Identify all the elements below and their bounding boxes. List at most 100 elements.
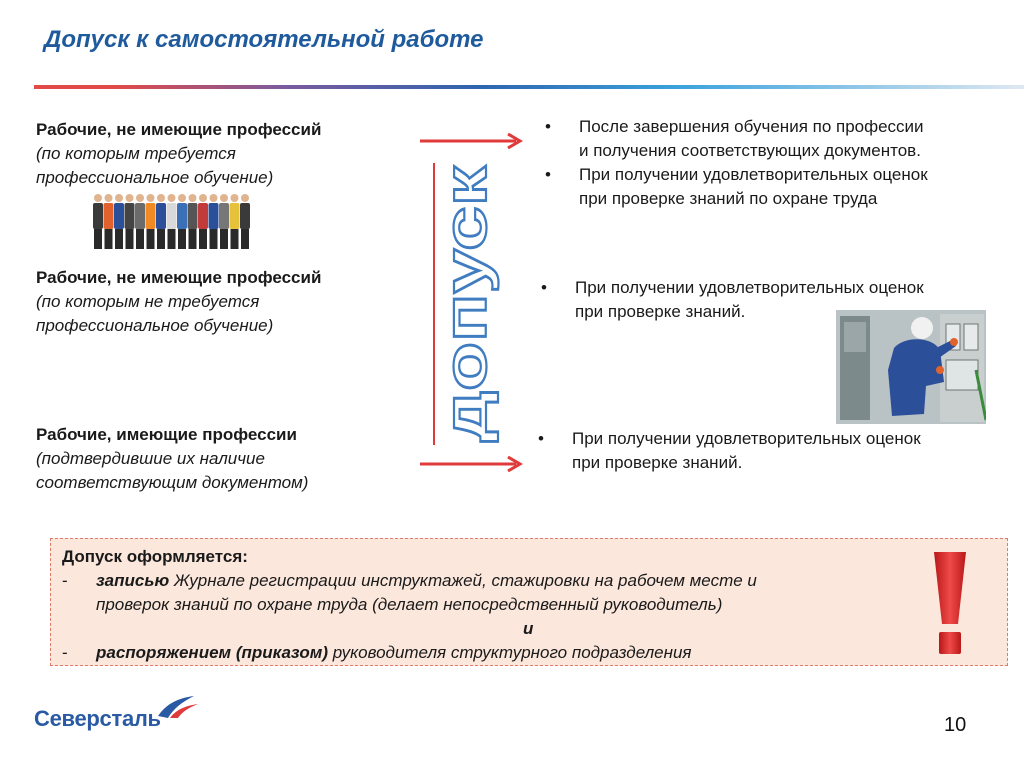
worker-figure-head [241, 194, 249, 202]
list-item-line: при проверке знаний. [575, 302, 746, 321]
category-3-note-line-2: соответствующим документом) [36, 473, 309, 492]
bullet-icon: • [541, 278, 547, 297]
requirements-list-1: • После завершения обучения по профессии… [545, 115, 1015, 211]
title-divider [34, 85, 1024, 89]
worker-figure-body [135, 203, 145, 229]
worker-figure-body [156, 203, 166, 229]
worker-figure-legs [125, 229, 134, 249]
worker-figure-head [125, 194, 134, 202]
worker-figure-body [103, 203, 114, 229]
bullet-icon: • [545, 117, 551, 136]
worker-figure-head [104, 194, 113, 202]
worker-figure-head [220, 194, 228, 202]
worker-figure-legs [146, 229, 155, 249]
page-title: Допуск к самостоятельной работе [44, 26, 484, 53]
worker-figure-body [198, 203, 208, 229]
worker-figure-legs [136, 229, 144, 249]
worker-figure-legs [167, 229, 176, 249]
note-item-2-text: руководителя структурного подразделения [328, 643, 692, 662]
workers-group-photo [90, 188, 260, 252]
note-item-journal: - записью Журнале регистрации инструктаже… [62, 569, 757, 593]
worker-figure-body [114, 203, 124, 229]
list-item-line: при проверке знаний по охране труда [579, 189, 878, 208]
worker-figure-head [157, 194, 165, 202]
note-conjunction: и [523, 619, 534, 638]
worker-figure-legs [104, 229, 113, 249]
page-number: 10 [944, 714, 967, 736]
logo-text: Северсталь [34, 706, 161, 731]
list-item-line: При получении удовлетворительных оценок [572, 429, 921, 448]
category-1-heading: Рабочие, не имеющие профессий [36, 120, 322, 139]
category-2-note-line-1: (по которым не требуется [36, 292, 260, 311]
requirements-list-2: • При получении удовлетворительных оцено… [541, 276, 1011, 324]
requirements-list-3: • При получении удовлетворительных оцено… [538, 427, 1008, 475]
category-1-note-line-2: профессиональное обучение) [36, 168, 274, 187]
worker-figure-legs [199, 229, 207, 249]
worker-figure-head [230, 194, 239, 202]
worker-figure-legs [94, 229, 102, 249]
worker-figure-head [178, 194, 186, 202]
worker-figure-head [146, 194, 155, 202]
worker-figure-legs [209, 229, 218, 249]
list-item-line: При получении удовлетворительных оценок [575, 278, 924, 297]
right-arrow-icon [420, 456, 523, 472]
list-item-line: при проверке знаний. [572, 453, 743, 472]
worker-figure-body [124, 203, 135, 229]
worker-figure-legs [188, 229, 197, 249]
list-item-line: При получении удовлетворительных оценок [579, 165, 928, 184]
access-divider-line [433, 163, 435, 445]
note-item-order: - распоряжением (приказом) руководителя с… [62, 641, 692, 665]
exclamation-icon [934, 552, 966, 654]
category-3-heading: Рабочие, имеющие профессии [36, 425, 297, 444]
worker-category-3: Рабочие, имеющие профессии (подтвердивши… [36, 423, 308, 495]
worker-figure-legs [115, 229, 123, 249]
note-title: Допуск оформляется: [62, 547, 248, 566]
worker-figure-body [208, 203, 219, 229]
worker-figure-head [136, 194, 144, 202]
worker-category-1: Рабочие, не имеющие профессий (по которы… [36, 118, 321, 190]
category-2-heading: Рабочие, не имеющие профессий [36, 268, 322, 287]
worker-figure-legs [220, 229, 228, 249]
worker-figure-body [166, 203, 177, 229]
worker-figure-body [229, 203, 240, 229]
access-vertical-text: допуск [440, 165, 499, 442]
worker-figure-body [177, 203, 187, 229]
list-item-line: и получения соответствующих документов. [579, 141, 921, 160]
list-item: • При получении удовлетворительных оцено… [538, 427, 1008, 475]
bullet-icon: • [545, 165, 551, 184]
worker-figure-head [167, 194, 176, 202]
access-registration-note: Допуск оформляется: - записью Журнале рег… [50, 538, 1008, 666]
worker-figure-legs [230, 229, 239, 249]
category-2-note-line-2: профессиональное обучение) [36, 316, 274, 335]
category-3-note-line-1: (подтвердившие их наличие [36, 449, 265, 468]
list-item: • При получении удовлетворительных оцено… [545, 163, 1015, 211]
note-dash: - [62, 643, 68, 662]
worker-figure-legs [178, 229, 186, 249]
electrician-photo [836, 310, 986, 424]
worker-figure-body [145, 203, 156, 229]
worker-figure-head [199, 194, 207, 202]
worker-figure-legs [241, 229, 249, 249]
note-item-1-text: Журнале регистрации инструктажей, стажир… [169, 571, 757, 590]
severstal-logo: Северсталь [34, 694, 198, 744]
right-arrow-icon [420, 133, 523, 149]
note-item-1-bold: записью [96, 571, 170, 590]
worker-figure-body [240, 203, 250, 229]
worker-figure-head [188, 194, 197, 202]
worker-figure-body [219, 203, 229, 229]
access-vertical-label: допуск [440, 164, 500, 443]
list-item-line: После завершения обучения по профессии [579, 117, 924, 136]
worker-figure-head [209, 194, 218, 202]
list-item: • После завершения обучения по профессии… [545, 115, 1015, 163]
worker-figure-head [115, 194, 123, 202]
bullet-icon: • [538, 429, 544, 448]
worker-category-2: Рабочие, не имеющие профессий (по которы… [36, 266, 321, 338]
list-item: • При получении удовлетворительных оцено… [541, 276, 1011, 324]
worker-figure-legs [157, 229, 165, 249]
note-item-1-continuation: проверок знаний по охране труда (делает … [96, 595, 723, 614]
category-1-note-line-1: (по которым требуется [36, 144, 236, 163]
note-dash: - [62, 571, 68, 590]
worker-figure-head [94, 194, 102, 202]
note-item-2-bold: распоряжением (приказом) [96, 643, 328, 662]
worker-figure-body [93, 203, 103, 229]
